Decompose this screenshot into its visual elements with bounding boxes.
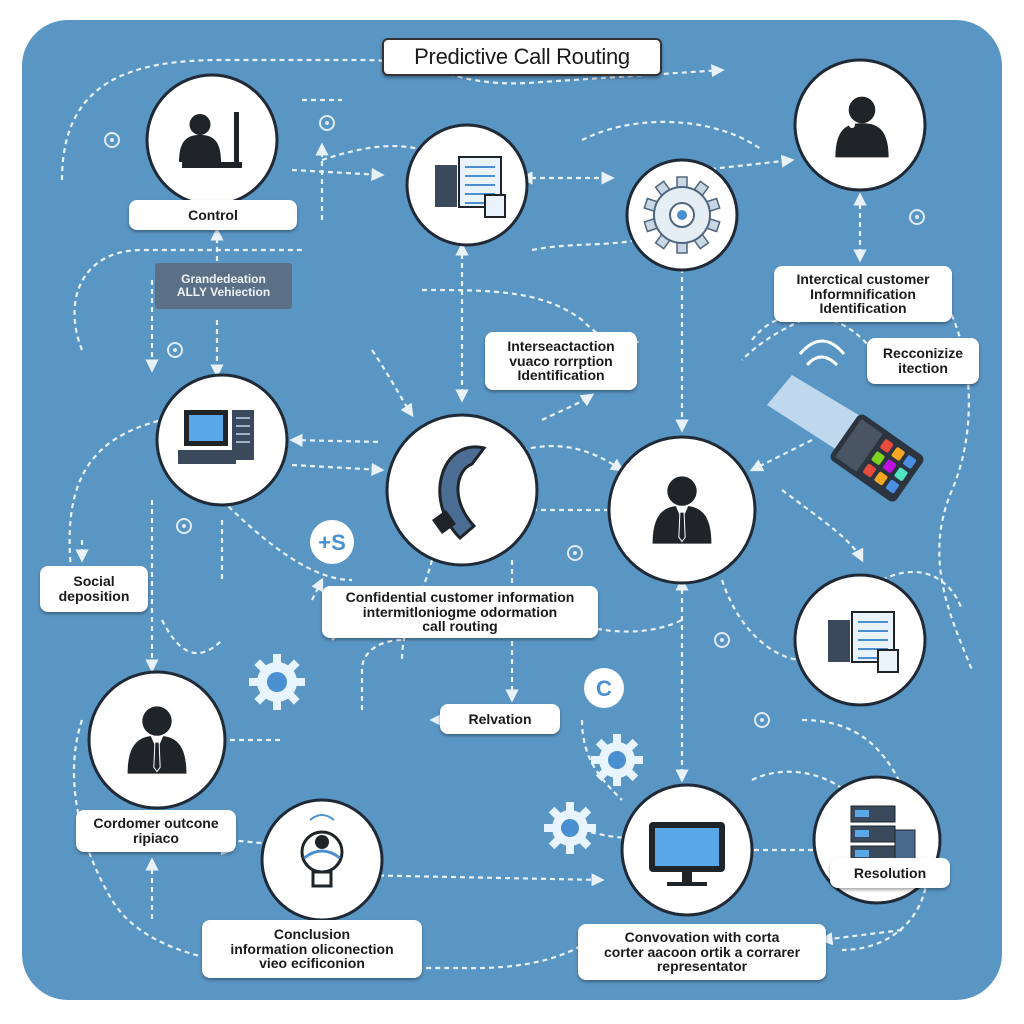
sparkle-icon [167, 342, 183, 358]
node-monitor-bottom [620, 783, 754, 917]
label-relevation: Relvation [440, 704, 560, 734]
label-confidential: Confidential customer information interm… [322, 586, 598, 638]
label-control: Control [129, 200, 297, 230]
sparkle-icon [567, 545, 583, 561]
gear-icon [544, 802, 596, 854]
label-social: Social deposition [40, 566, 148, 612]
gear-icon [249, 654, 305, 710]
label-resolution: Resolution [830, 858, 950, 888]
node-circle [260, 798, 384, 922]
node-customer-left [87, 670, 227, 810]
node-gear-hub [625, 158, 739, 272]
agent-at-desk-icon [179, 112, 242, 168]
document-icon [828, 611, 899, 673]
gear-icon [591, 734, 643, 786]
label-intersectaction: Interseactaction vuaco rorrption Identif… [485, 332, 637, 390]
lightbulb-icon [300, 814, 344, 888]
svg-text:C: C [596, 676, 612, 701]
node-computer-station [155, 373, 289, 507]
label-internal-customer: Interctical customer Informnification Id… [774, 266, 952, 322]
decor-icons: +S C [104, 115, 925, 854]
sparkle-icon [909, 209, 925, 225]
diagram-title: Predictive Call Routing [382, 38, 662, 76]
label-conclusion: Conclusion information oliconection vieo… [202, 920, 422, 978]
node-headset-user [793, 58, 927, 192]
node-customer-rep [607, 435, 757, 585]
businessman-icon [127, 706, 187, 774]
sparkle-icon [104, 132, 120, 148]
phone-handset-icon [432, 445, 487, 541]
node-agent-desk [145, 73, 279, 207]
circle-badge-icon: C [584, 668, 624, 708]
headset-person-icon [835, 96, 889, 158]
label-recognize: Recconizize itection [867, 338, 979, 384]
document-icon [435, 156, 506, 218]
computer-icon [178, 410, 254, 464]
node-documents-right [793, 573, 927, 707]
node-phone-center [385, 413, 539, 567]
diagram-canvas: +S C [22, 20, 1002, 1000]
diagram-board: +S C Predictive Call Routing Control Gran… [22, 20, 1002, 1000]
label-conversation: Convovation with corta corter aacoon ort… [578, 924, 826, 980]
monitor-icon [649, 822, 725, 886]
sparkle-icon [714, 632, 730, 648]
sparkle-icon [319, 115, 335, 131]
sparkle-icon [754, 712, 770, 728]
svg-text:+S: +S [318, 530, 346, 555]
label-customer-outcome: Cordomer outcone ripiaco [76, 810, 236, 852]
node-documents-top [405, 123, 529, 247]
businessman-icon [652, 476, 712, 544]
gear-icon [643, 176, 721, 254]
label-dark-tag: Grandedeation ALLY Vehiection [155, 263, 292, 309]
circle-badge-icon: +S [310, 520, 354, 564]
payment-terminal-icon [767, 339, 924, 502]
sparkle-icon [176, 518, 192, 534]
node-lightbulb-idea [260, 798, 384, 922]
node-circle [385, 413, 539, 567]
